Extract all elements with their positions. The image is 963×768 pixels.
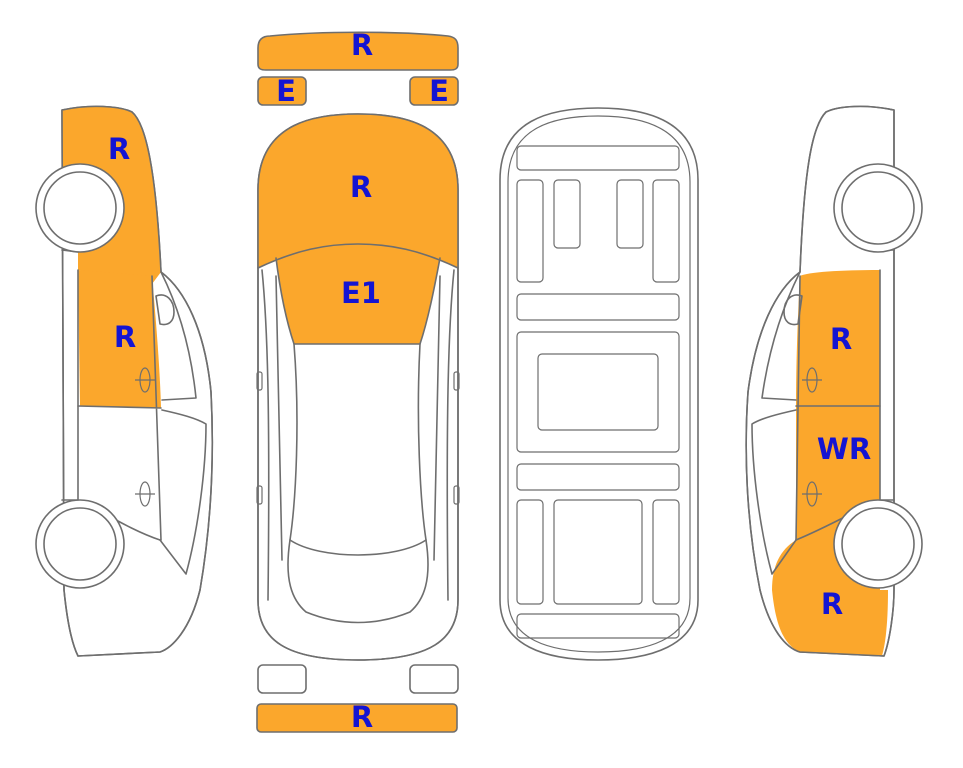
underbody-rear-right-rail (652, 499, 680, 605)
right-side-window-rear (751, 409, 797, 575)
rear-window-outline (287, 539, 429, 624)
roof-outline (289, 343, 427, 556)
right-side-outline-stroke (745, 105, 895, 657)
underbody-front-right-mount (616, 179, 644, 249)
underbody-rear-panel (516, 613, 680, 639)
left-taillight (257, 664, 307, 694)
label-left-mirror: E (276, 74, 296, 108)
underbody-front-left-rail (516, 179, 544, 283)
label-front-bumper: R (351, 28, 373, 62)
left-front-wheel (43, 171, 117, 245)
label-right-rear-quarter: R (821, 587, 843, 621)
windshield-outline (275, 257, 441, 345)
underbody-front-crossmember (516, 145, 680, 171)
right-front-door-handle (802, 367, 822, 393)
label-rear-bumper: R (351, 700, 373, 734)
right-mirror-outline (409, 76, 459, 106)
top-right-handle-front (453, 371, 460, 391)
left-mirror (155, 294, 175, 326)
rear-bumper-outline (256, 703, 458, 733)
top-body-stroke (257, 113, 459, 661)
underbody-rear-center (553, 499, 643, 605)
label-right-rear-door: WR (817, 432, 871, 466)
left-rear-wheel (43, 507, 117, 581)
rear-bumper-damage (257, 704, 457, 732)
left-door-divider (77, 275, 162, 541)
left-pillar-lines (261, 269, 283, 601)
left-side-outline-stroke (61, 105, 214, 657)
underbody-view (499, 107, 699, 661)
label-hood: R (350, 170, 372, 204)
underbody-inner-outline (507, 115, 691, 653)
left-mirror-damage (258, 77, 306, 105)
label-left-front-fender: R (108, 132, 130, 166)
label-right-front-door: R (830, 322, 852, 356)
hood-seam (257, 243, 459, 269)
left-side-view (35, 105, 214, 657)
left-front-door-handle (135, 367, 155, 393)
top-left-handle-rear (256, 485, 263, 505)
hood-damage (258, 114, 458, 268)
windshield-damage (276, 244, 440, 344)
underbody-front-left-mount (553, 179, 581, 249)
top-right-handle-rear (453, 485, 460, 505)
underbody-floor-pan (516, 331, 680, 453)
label-left-front-door: R (114, 320, 136, 354)
left-rear-door-handle (135, 481, 155, 507)
label-windshield: E1 (341, 276, 381, 310)
damage-labels: R E E R E1 R R R R WR R (108, 28, 871, 734)
top-view (256, 31, 460, 733)
left-side-window-rear (159, 409, 207, 575)
right-front-wheel (841, 171, 915, 245)
front-bumper-damage (258, 32, 458, 70)
underbody-rear-crossmember (516, 463, 680, 491)
underbody-rear-left-rail (516, 499, 544, 605)
right-rear-door-handle (802, 481, 822, 507)
underbody-mid-crossmember (516, 293, 680, 321)
right-front-door-damage (796, 270, 880, 406)
underbody-outline (499, 107, 699, 661)
left-mirror-outline (257, 76, 307, 106)
top-left-handle-front (256, 371, 263, 391)
right-pillar-lines (433, 269, 455, 601)
underbody-front-right-rail (652, 179, 680, 283)
front-bumper-outline (257, 31, 459, 71)
right-mirror (783, 294, 803, 326)
label-right-mirror: E (429, 74, 449, 108)
left-side-window-line (160, 271, 197, 401)
right-taillight (409, 664, 459, 694)
right-side-view (745, 105, 923, 657)
right-rear-wheel (841, 507, 915, 581)
right-mirror-damage (410, 77, 458, 105)
right-side-window-line (761, 271, 801, 401)
underbody-floor-center (537, 353, 659, 431)
